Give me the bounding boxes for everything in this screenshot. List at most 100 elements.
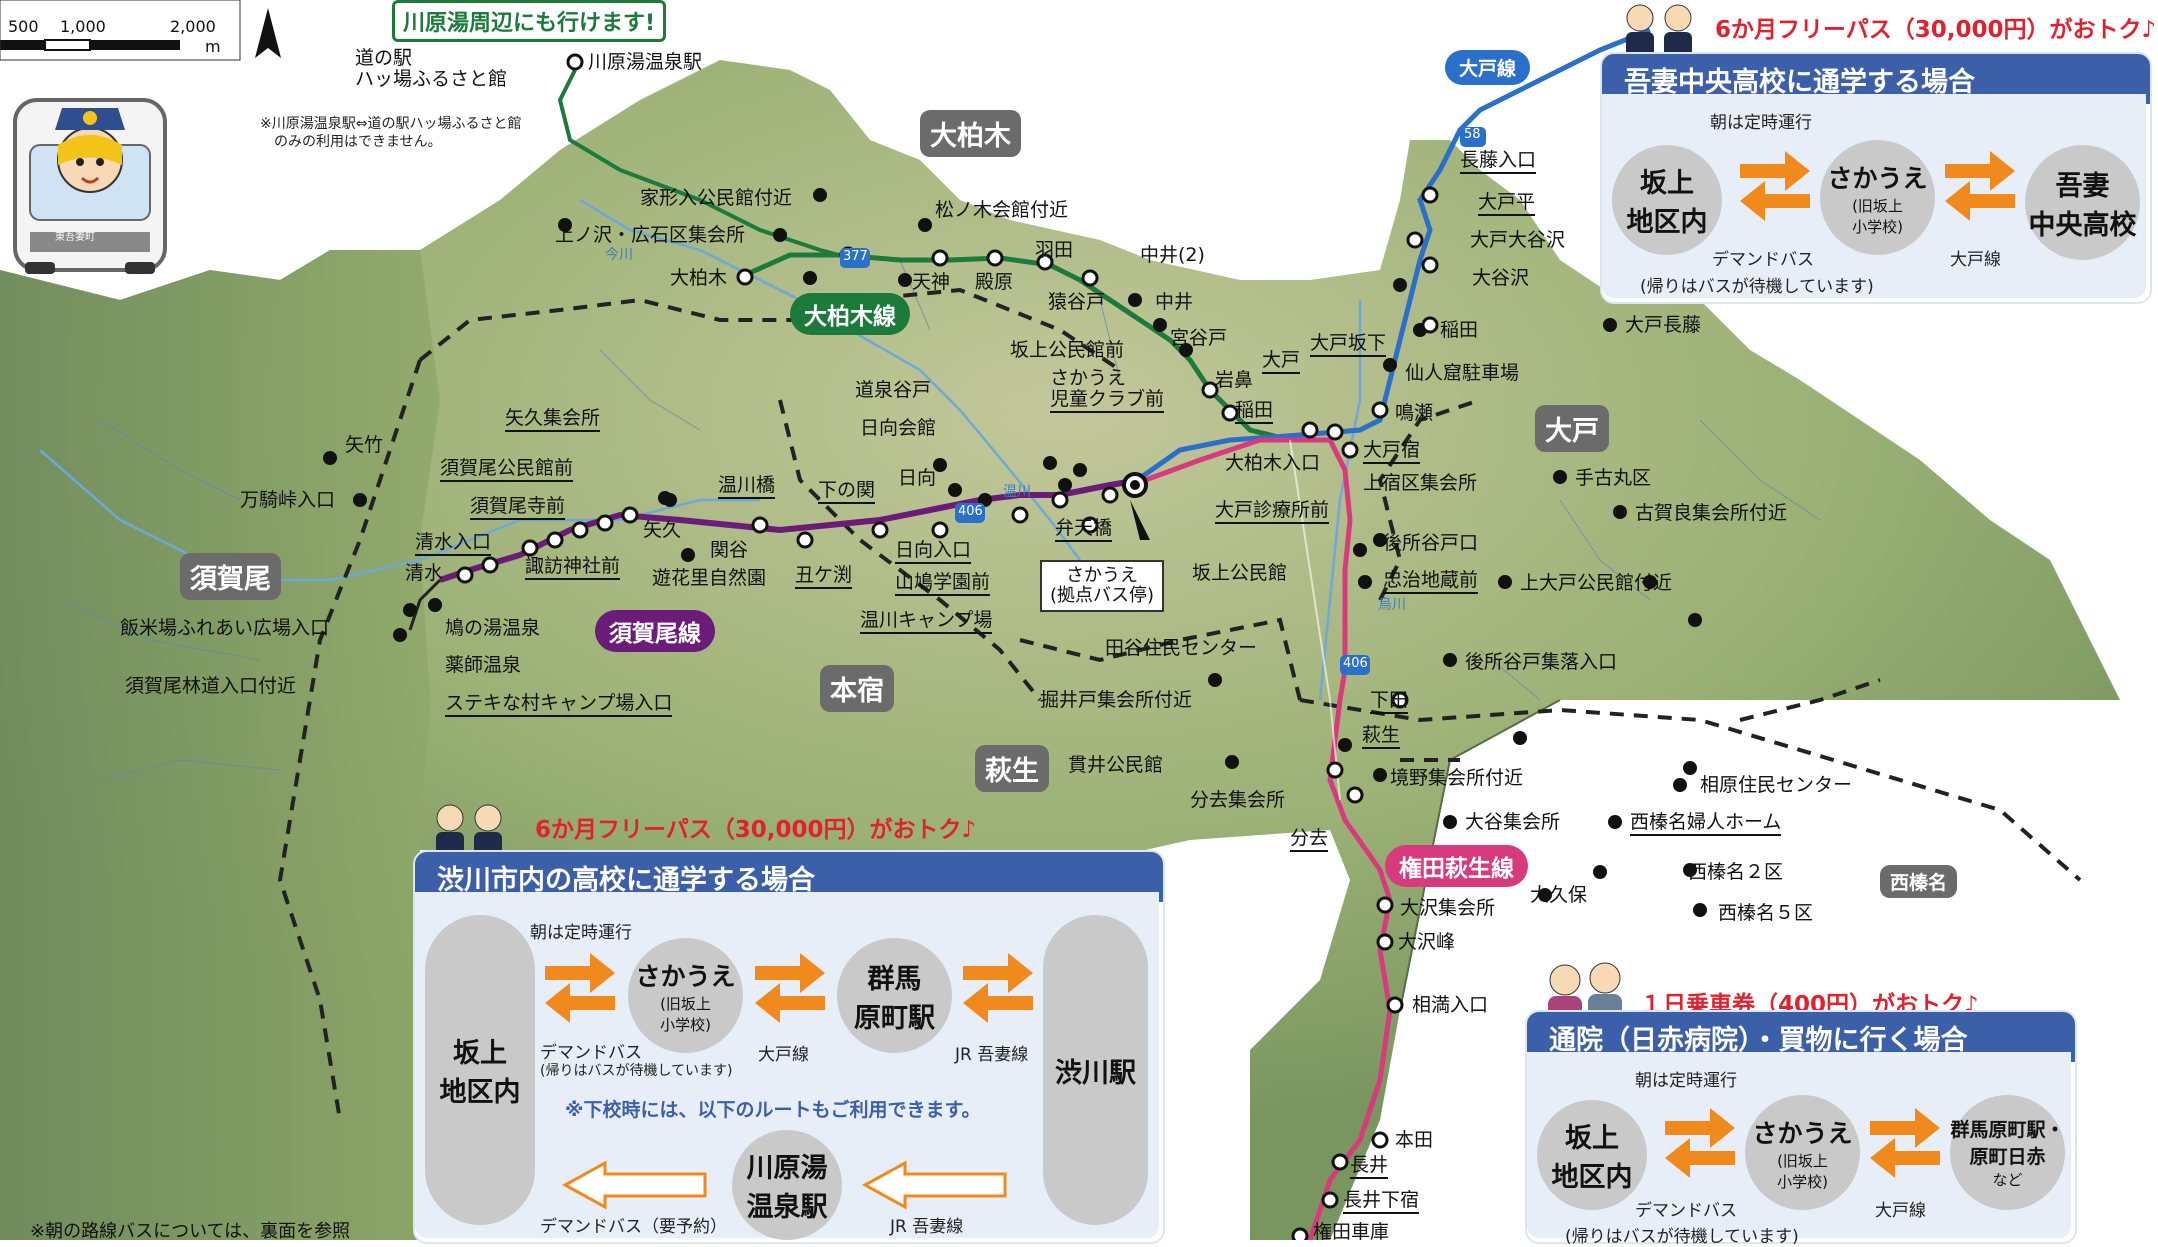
area-nishihaana: 西榛名 [1880, 865, 1958, 898]
agatsuma-cap-demand: デマンドバス [1712, 250, 1814, 270]
stop-naruse: 鳴瀬 [1395, 402, 1434, 424]
stop-oodo-nagafuji: 大戸長藤 [1625, 314, 1702, 336]
stop-onsengawa-camp: 温川キャンプ場 [860, 610, 993, 634]
stop-nishihaana-fujin: 西榛名婦人ホーム [1630, 812, 1782, 836]
hospital-node-sakaue: さかうえ (旧坂上 小学校) [1745, 1095, 1860, 1210]
line-badge-oodo: 大戸線 [1445, 50, 1531, 85]
shibukawa-cap-jr: JR 吾妻線 [955, 1045, 1029, 1065]
agatsuma-arrows-1 [1740, 151, 1810, 221]
shibukawa-alt-arrow-1 [561, 1160, 707, 1210]
road-406b: 406 [1343, 656, 1368, 671]
line-badge-suganoo: 須賀尾線 [595, 610, 715, 652]
stop-sakaino: 境野集会所付近 [1390, 767, 1524, 789]
scale-unit: m [205, 37, 221, 56]
stop-mankitoge: 万騎峠入口 [240, 489, 336, 511]
stop-sennin: 仙人窟駐車場 [1405, 362, 1520, 384]
stop-tayazumin: 田谷住民センター [1105, 637, 1258, 659]
stop-ookashiwagi: 大柏木 [670, 267, 728, 289]
scale-bar [0, 0, 241, 61]
stop-suteki: ステキな村キャンプ場入口 [445, 693, 673, 717]
terrain-west [0, 250, 440, 1240]
shibukawa-cap-jr-2: JR 吾妻線 [890, 1217, 964, 1237]
hospital-node-haramachi-sub: など [1992, 1171, 2023, 1189]
stop-oodo-ootanisawa: 大戸大谷沢 [1470, 229, 1566, 251]
shibukawa-arrows-2 [755, 953, 825, 1023]
kawarayu-note: ※川原湯温泉駅⇔道の駅ハッ場ふるさと館 のみの利用はできません。 [260, 116, 522, 151]
agatsuma-cap-oodo: 大戸線 [1950, 250, 2001, 270]
stop-tegomaru: 手古丸区 [1575, 467, 1652, 489]
agatsuma-arrows-2 [1945, 151, 2015, 221]
shibukawa-alt-note: ※下校時には、以下のルートもご利用できます。 [565, 1099, 981, 1121]
shibukawa-promo: 6か月フリーパス（30,000円）がおトク♪ [535, 817, 977, 843]
stop-oodo-stop: 大戸 [1262, 350, 1301, 374]
line-badge-gonda: 権田萩生線 [1385, 845, 1528, 887]
stop-nagai: 長井 [1350, 1155, 1389, 1179]
hospital-arrows-1 [1665, 1108, 1735, 1178]
shibukawa-cap-demand: デマンドバス [540, 1043, 642, 1063]
stop-oodo-shinryo: 大戸診療所前 [1215, 500, 1330, 524]
stop-bunkyo-shukaijo: 分去集会所 [1190, 789, 1286, 811]
scale-tick-1000: 1,000 [60, 17, 106, 36]
stop-chodo-iriguchi: 長藤入口 [1460, 150, 1537, 174]
stop-aimitsu: 相満入口 [1412, 994, 1489, 1016]
agatsuma-node-sakaue-area: 坂上 地区内 [1612, 145, 1722, 255]
stop-okubo: 大久保 [1530, 884, 1588, 906]
stop-kaminosawa: 上ノ沢・広石区集会所 [555, 224, 746, 246]
stop-oosawamine: 大沢峰 [1398, 931, 1456, 953]
stop-dots [323, 53, 1707, 1240]
stop-suganoo-rindo: 須賀尾林道入口付近 [125, 675, 297, 697]
stop-horiido: 掘井戸集会所付近 [1040, 689, 1193, 711]
stop-yaku-shukaijo: 矢久集会所 [505, 408, 601, 432]
agatsuma-cap-demand-note: (帰りはバスが待機しています) [1640, 277, 1874, 297]
stop-inada: 稲田 [1440, 319, 1479, 341]
stop-sakaue-hub: さかうえ (拠点バス停) [1040, 560, 1165, 612]
stop-nakai: 中井 [1155, 291, 1194, 313]
stop-yugari: 遊花里自然園 [652, 567, 767, 589]
shibukawa-node-shibukawa: 渋川駅 [1043, 915, 1148, 1225]
hospital-node-sakaue-label: さかうえ [1752, 1118, 1853, 1148]
stop-suganoo-kominkan: 須賀尾公民館前 [440, 458, 574, 482]
area-ookashiwagi: 大柏木 [920, 110, 1021, 157]
stop-bentenbashi: 弁天橋 [1055, 518, 1113, 542]
bus-sign: 東吾妻町 [55, 232, 95, 243]
area-suganoo: 須賀尾 [180, 553, 281, 600]
shibukawa-cap-demand-reserve: デマンドバス（要予約） [540, 1217, 727, 1237]
stop-goshoyato-shuraku: 後所谷戸集落入口 [1465, 651, 1618, 673]
suganoo-branch-path [408, 578, 442, 631]
stop-iwahana: 岩鼻 [1215, 369, 1254, 391]
stop-yamabato: 山鳩学園前 [895, 572, 991, 596]
scale-tick-2000: 2,000 [170, 17, 216, 36]
michi-no-eki-label: 道の駅 ハッ場ふるさと館 [355, 47, 508, 90]
district-boundaries [277, 287, 2082, 1121]
shibukawa-node-sakaue: さかうえ (旧坂上 小学校) [628, 938, 743, 1053]
agatsuma-node-school: 吾妻 中央高校 [2025, 145, 2140, 260]
stop-nakai2: 中井(2) [1140, 244, 1205, 266]
shibukawa-node-sakaue-label: さかうえ [635, 961, 736, 991]
stop-inada-stop: 稲田 [1235, 400, 1274, 424]
footnote: ※朝の路線バスについては、裏面を参照 [30, 1221, 351, 1242]
river-karasu: 烏川 [1378, 597, 1406, 613]
stop-hinata-iriguchi: 日向入口 [895, 540, 972, 564]
suganoo-line-path [439, 477, 1141, 583]
stop-kamioodo: 上大戸公民館付近 [1520, 572, 1673, 594]
stop-sarutagato: 猿谷戸 [1048, 291, 1106, 313]
shibukawa-node-kawarayu: 川原湯 温泉駅 [732, 1130, 842, 1240]
stop-oodojuku: 大戸宿 [1363, 440, 1421, 464]
area-hagyu: 萩生 [975, 745, 1049, 792]
stop-kogara: 古賀良集会所付近 [1635, 502, 1788, 524]
hospital-node-sakaue-sub: (旧坂上 小学校) [1777, 1151, 1828, 1191]
hospital-cap-demand-note: (帰りはバスが待機しています) [1565, 1227, 1799, 1247]
shibukawa-arrows-1 [545, 953, 615, 1023]
contour-streams [59, 259, 1821, 781]
shibukawa-alt-arrow-2 [861, 1160, 1007, 1210]
stop-oodotaira: 大戸平 [1478, 192, 1536, 216]
stop-nukui: 貫井公民館 [1068, 754, 1164, 776]
shibukawa-morning: 朝は定時運行 [530, 923, 632, 943]
hospital-cap-demand: デマンドバス [1635, 1201, 1737, 1221]
agatsuma-node-sakaue-sub: (旧坂上 小学校) [1852, 196, 1903, 236]
stop-yashiki: 家形入公民館付近 [640, 187, 793, 209]
stop-sekitani: 関谷 [710, 539, 749, 561]
stop-ushigafuchi: 丑ケ渕 [795, 565, 853, 589]
stop-shimizu-iriguchi: 清水入口 [415, 532, 492, 556]
stop-nagai-shimojuku: 長井下宿 [1343, 1190, 1420, 1214]
